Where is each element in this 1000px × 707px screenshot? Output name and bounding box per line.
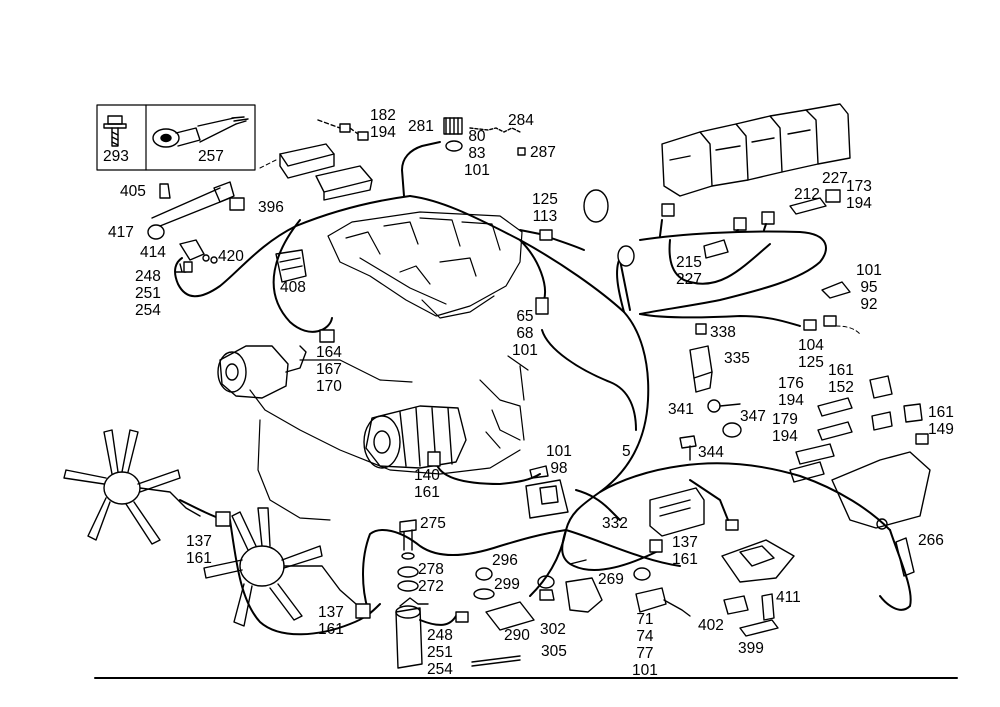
callout-257: 257 xyxy=(198,148,224,165)
bolt-293-icon xyxy=(103,115,127,147)
callout-408: 408 xyxy=(280,279,306,296)
actuator-335-icon xyxy=(679,323,742,461)
connector-408-icon xyxy=(275,249,307,283)
relays-right-icon xyxy=(789,375,931,530)
callout-338: 338 xyxy=(710,324,736,341)
callout-402: 402 xyxy=(698,617,724,634)
callout-287: 287 xyxy=(530,144,556,161)
callout-335: 335 xyxy=(724,350,750,367)
callout-399: 399 xyxy=(738,640,764,657)
relay-box-top-right-icon xyxy=(661,103,851,299)
callout-414: 414 xyxy=(140,244,166,261)
control-module-182-icon xyxy=(279,119,373,201)
callout-396: 396 xyxy=(258,199,284,216)
callout-405: 405 xyxy=(120,183,146,200)
canister-248-icon xyxy=(395,597,429,669)
callout-332: 332 xyxy=(602,515,628,532)
parts-296-299-icon xyxy=(471,559,603,667)
alternator-left-icon xyxy=(217,345,307,399)
callout-296: 296 xyxy=(492,552,518,569)
bracket-402-icon xyxy=(723,593,779,637)
callout-411: 411 xyxy=(776,589,801,606)
module-101-98-icon xyxy=(525,465,569,519)
callout-341: 341 xyxy=(668,401,694,418)
bracket-group-icon xyxy=(147,181,245,273)
callout-227: 227 xyxy=(822,170,848,187)
callout-299: 299 xyxy=(494,576,520,593)
harness-connectors xyxy=(183,189,929,623)
engine-outline xyxy=(249,211,529,521)
callout-305: 305 xyxy=(541,643,567,660)
callout-344: 344 xyxy=(698,444,724,461)
sensor-cable-257-icon xyxy=(152,116,249,148)
callout-284: 284 xyxy=(508,112,534,129)
callout-290: 290 xyxy=(504,627,530,644)
callout-293: 293 xyxy=(103,148,129,165)
callout-5: 5 xyxy=(622,443,631,460)
sensor-71-icon xyxy=(633,567,691,617)
callout-275: 275 xyxy=(420,515,446,532)
callout-266: 266 xyxy=(918,532,944,549)
relay-281-icon xyxy=(443,117,526,156)
callout-212: 212 xyxy=(794,186,820,203)
callout-269: 269 xyxy=(598,571,624,588)
switch-332-icon xyxy=(649,487,739,537)
starter-motor-icon xyxy=(363,405,467,469)
callout-417: 417 xyxy=(108,224,134,241)
callout-347: 347 xyxy=(740,408,766,425)
fan-right-icon xyxy=(203,507,357,627)
callout-302: 302 xyxy=(540,621,566,638)
bolt-275-icon xyxy=(397,519,419,592)
callout-281: 281 xyxy=(408,118,434,135)
control-unit-137-icon xyxy=(721,539,795,583)
inset-box-frame xyxy=(96,104,256,171)
callout-420: 420 xyxy=(218,248,244,265)
fan-left-icon xyxy=(63,429,201,545)
leader-lines xyxy=(259,159,861,335)
